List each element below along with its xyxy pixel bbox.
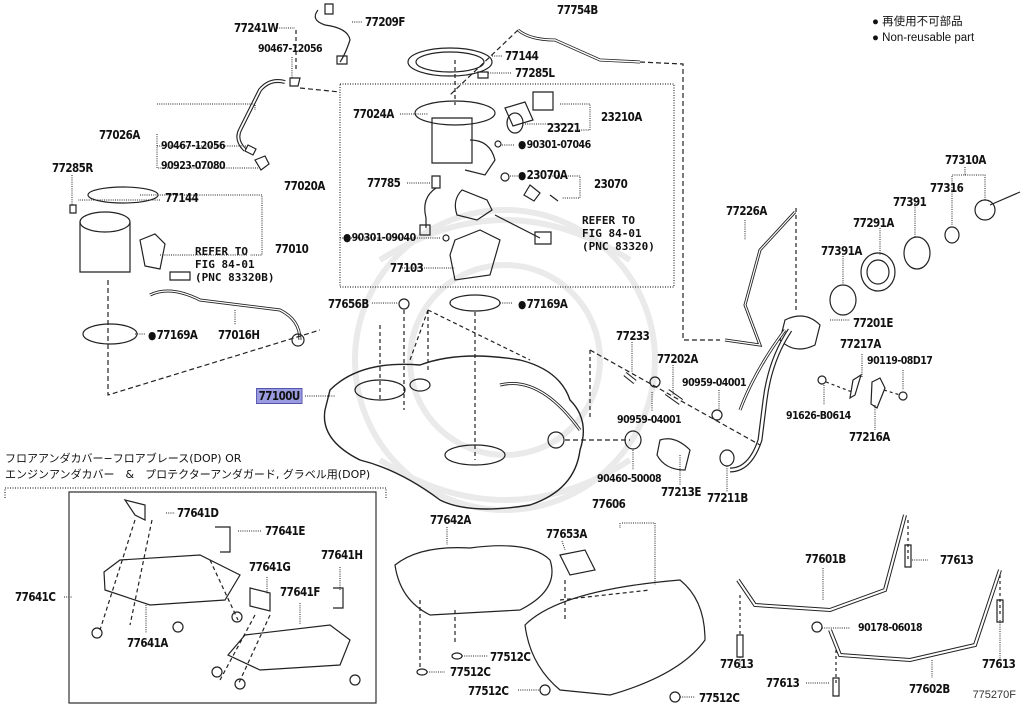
part-label-77216a[interactable]: 77216A <box>849 430 890 444</box>
part-label-90959-04001-right[interactable]: 90959-04001 <box>682 376 747 389</box>
part-label-77016h[interactable]: 77016H <box>218 328 260 342</box>
watermark-emblem <box>355 210 655 510</box>
part-label-90959-04001-left[interactable]: 90959-04001 <box>617 413 682 426</box>
part-label-77641a[interactable]: 77641A <box>127 636 168 650</box>
part-label-90467-12056[interactable]: 90467-12056 <box>161 139 226 152</box>
part-label-77602b[interactable]: 77602B <box>909 682 950 696</box>
legend-item-english: Non-reusable part <box>872 30 974 46</box>
part-label-90119-08d17[interactable]: 90119-08D17 <box>867 354 933 367</box>
part-label-77285l[interactable]: 77285L <box>515 66 555 80</box>
option-group-bracket <box>5 488 386 498</box>
part-label-77606[interactable]: 77606 <box>592 497 626 511</box>
part-label-77213e[interactable]: 77213E <box>661 485 701 499</box>
part-label-90923-07080[interactable]: 90923-07080 <box>161 159 226 172</box>
part-label-77613-left[interactable]: 77613 <box>720 657 754 671</box>
part-label-77785[interactable]: 77785 <box>367 176 401 190</box>
part-label-77211b[interactable]: 77211B <box>707 491 748 505</box>
part-label-90467-12056-top[interactable]: 90467-12056 <box>258 42 323 55</box>
part-label-90178-06018[interactable]: 90178-06018 <box>858 621 923 634</box>
part-label-77653a[interactable]: 77653A <box>546 527 587 541</box>
part-label-23221[interactable]: 23221 <box>547 121 581 135</box>
part-label-77512c-4[interactable]: 77512C <box>699 691 740 705</box>
part-label-77512c-1[interactable]: 77512C <box>490 650 531 664</box>
part-label-77391a[interactable]: 77391A <box>821 244 862 258</box>
refer-note-pnc-83320[interactable]: REFER TO FIG 84-01 (PNC 83320) <box>582 214 655 253</box>
part-label-77310a[interactable]: 77310A <box>945 153 986 167</box>
part-label-77209f[interactable]: 77209F <box>365 15 405 29</box>
part-label-77601b[interactable]: 77601B <box>805 552 846 566</box>
part-label-77613-bottom[interactable]: 77613 <box>766 676 800 690</box>
part-label-77512c-3[interactable]: 77512C <box>468 684 509 698</box>
refer-note-line: (PNC 83320B) <box>195 271 275 284</box>
part-label-77641e[interactable]: 77641E <box>265 524 305 538</box>
legend: 再使用不可部品 Non-reusable part <box>872 14 974 46</box>
part-label-77169a-left[interactable]: 77169A <box>148 328 198 343</box>
part-label-90301-09040[interactable]: 90301-09040 <box>343 231 417 245</box>
part-label-77020a[interactable]: 77020A <box>284 179 325 193</box>
part-label-77144-left[interactable]: 77144 <box>165 191 199 205</box>
part-label-77201e[interactable]: 77201E <box>853 316 893 330</box>
part-label-77233[interactable]: 77233 <box>616 329 650 343</box>
part-label-77024a[interactable]: 77024A <box>353 107 394 121</box>
part-label-77641h[interactable]: 77641H <box>321 548 363 562</box>
part-label-77241w[interactable]: 77241W <box>234 21 279 35</box>
fuel-pump-subassembly-box <box>340 84 674 287</box>
option-caption-line1: フロアアンダカバー−フロアブレース(DOP) OR <box>5 452 242 465</box>
part-label-77103[interactable]: 77103 <box>390 261 424 275</box>
part-label-77613-top[interactable]: 77613 <box>940 553 974 567</box>
part-label-77316[interactable]: 77316 <box>930 181 964 195</box>
part-label-77226a[interactable]: 77226A <box>726 204 767 218</box>
part-label-77285r[interactable]: 77285R <box>52 161 93 175</box>
part-label-77656b[interactable]: 77656B <box>328 297 369 311</box>
part-label-77291a[interactable]: 77291A <box>853 216 894 230</box>
part-label-77642a[interactable]: 77642A <box>430 513 471 527</box>
refer-note-line: (PNC 83320) <box>582 240 655 253</box>
part-label-77217a[interactable]: 77217A <box>840 337 881 351</box>
part-label-77613-right[interactable]: 77613 <box>982 657 1016 671</box>
part-label-77512c-2[interactable]: 77512C <box>450 665 491 679</box>
legend-item-japanese: 再使用不可部品 <box>872 14 974 30</box>
part-label-77641d[interactable]: 77641D <box>177 506 219 520</box>
part-label-90301-07046[interactable]: 90301-07046 <box>518 138 592 152</box>
part-label-77391[interactable]: 77391 <box>893 195 927 209</box>
refer-note-line: REFER TO <box>195 245 248 258</box>
part-label-91626-b0614[interactable]: 91626-B0614 <box>786 409 851 422</box>
part-label-90460-50008[interactable]: 90460-50008 <box>597 472 662 485</box>
refer-note-line: FIG 84-01 <box>195 258 255 271</box>
refer-note-line: REFER TO <box>582 214 635 227</box>
part-label-23070[interactable]: 23070 <box>594 177 628 191</box>
part-label-77641c[interactable]: 77641C <box>15 590 56 604</box>
fuel-tank-outline <box>324 356 583 509</box>
figure-number: 775270F <box>972 689 1016 701</box>
part-label-77026a[interactable]: 77026A <box>99 128 140 142</box>
part-label-77202a[interactable]: 77202A <box>657 352 698 366</box>
refer-note-pnc-83320b[interactable]: REFER TO FIG 84-01 (PNC 83320B) <box>195 245 274 284</box>
part-label-77641g[interactable]: 77641G <box>249 560 291 574</box>
part-label-77169a-center[interactable]: 77169A <box>518 297 568 312</box>
part-label-77144-top[interactable]: 77144 <box>505 49 539 63</box>
part-label-77754b[interactable]: 77754B <box>557 3 598 17</box>
part-label-23070a[interactable]: 23070A <box>518 168 568 183</box>
part-label-77641f[interactable]: 77641F <box>280 585 320 599</box>
part-label-23210a[interactable]: 23210A <box>601 110 642 124</box>
part-label-77100u-highlighted[interactable]: 77100U <box>256 388 303 404</box>
option-caption-line2: エンジンアンダカバー & プロテクターアンダガード, グラベル用(DOP) <box>5 468 371 481</box>
refer-note-line: FIG 84-01 <box>582 227 642 240</box>
part-label-77010[interactable]: 77010 <box>275 242 309 256</box>
